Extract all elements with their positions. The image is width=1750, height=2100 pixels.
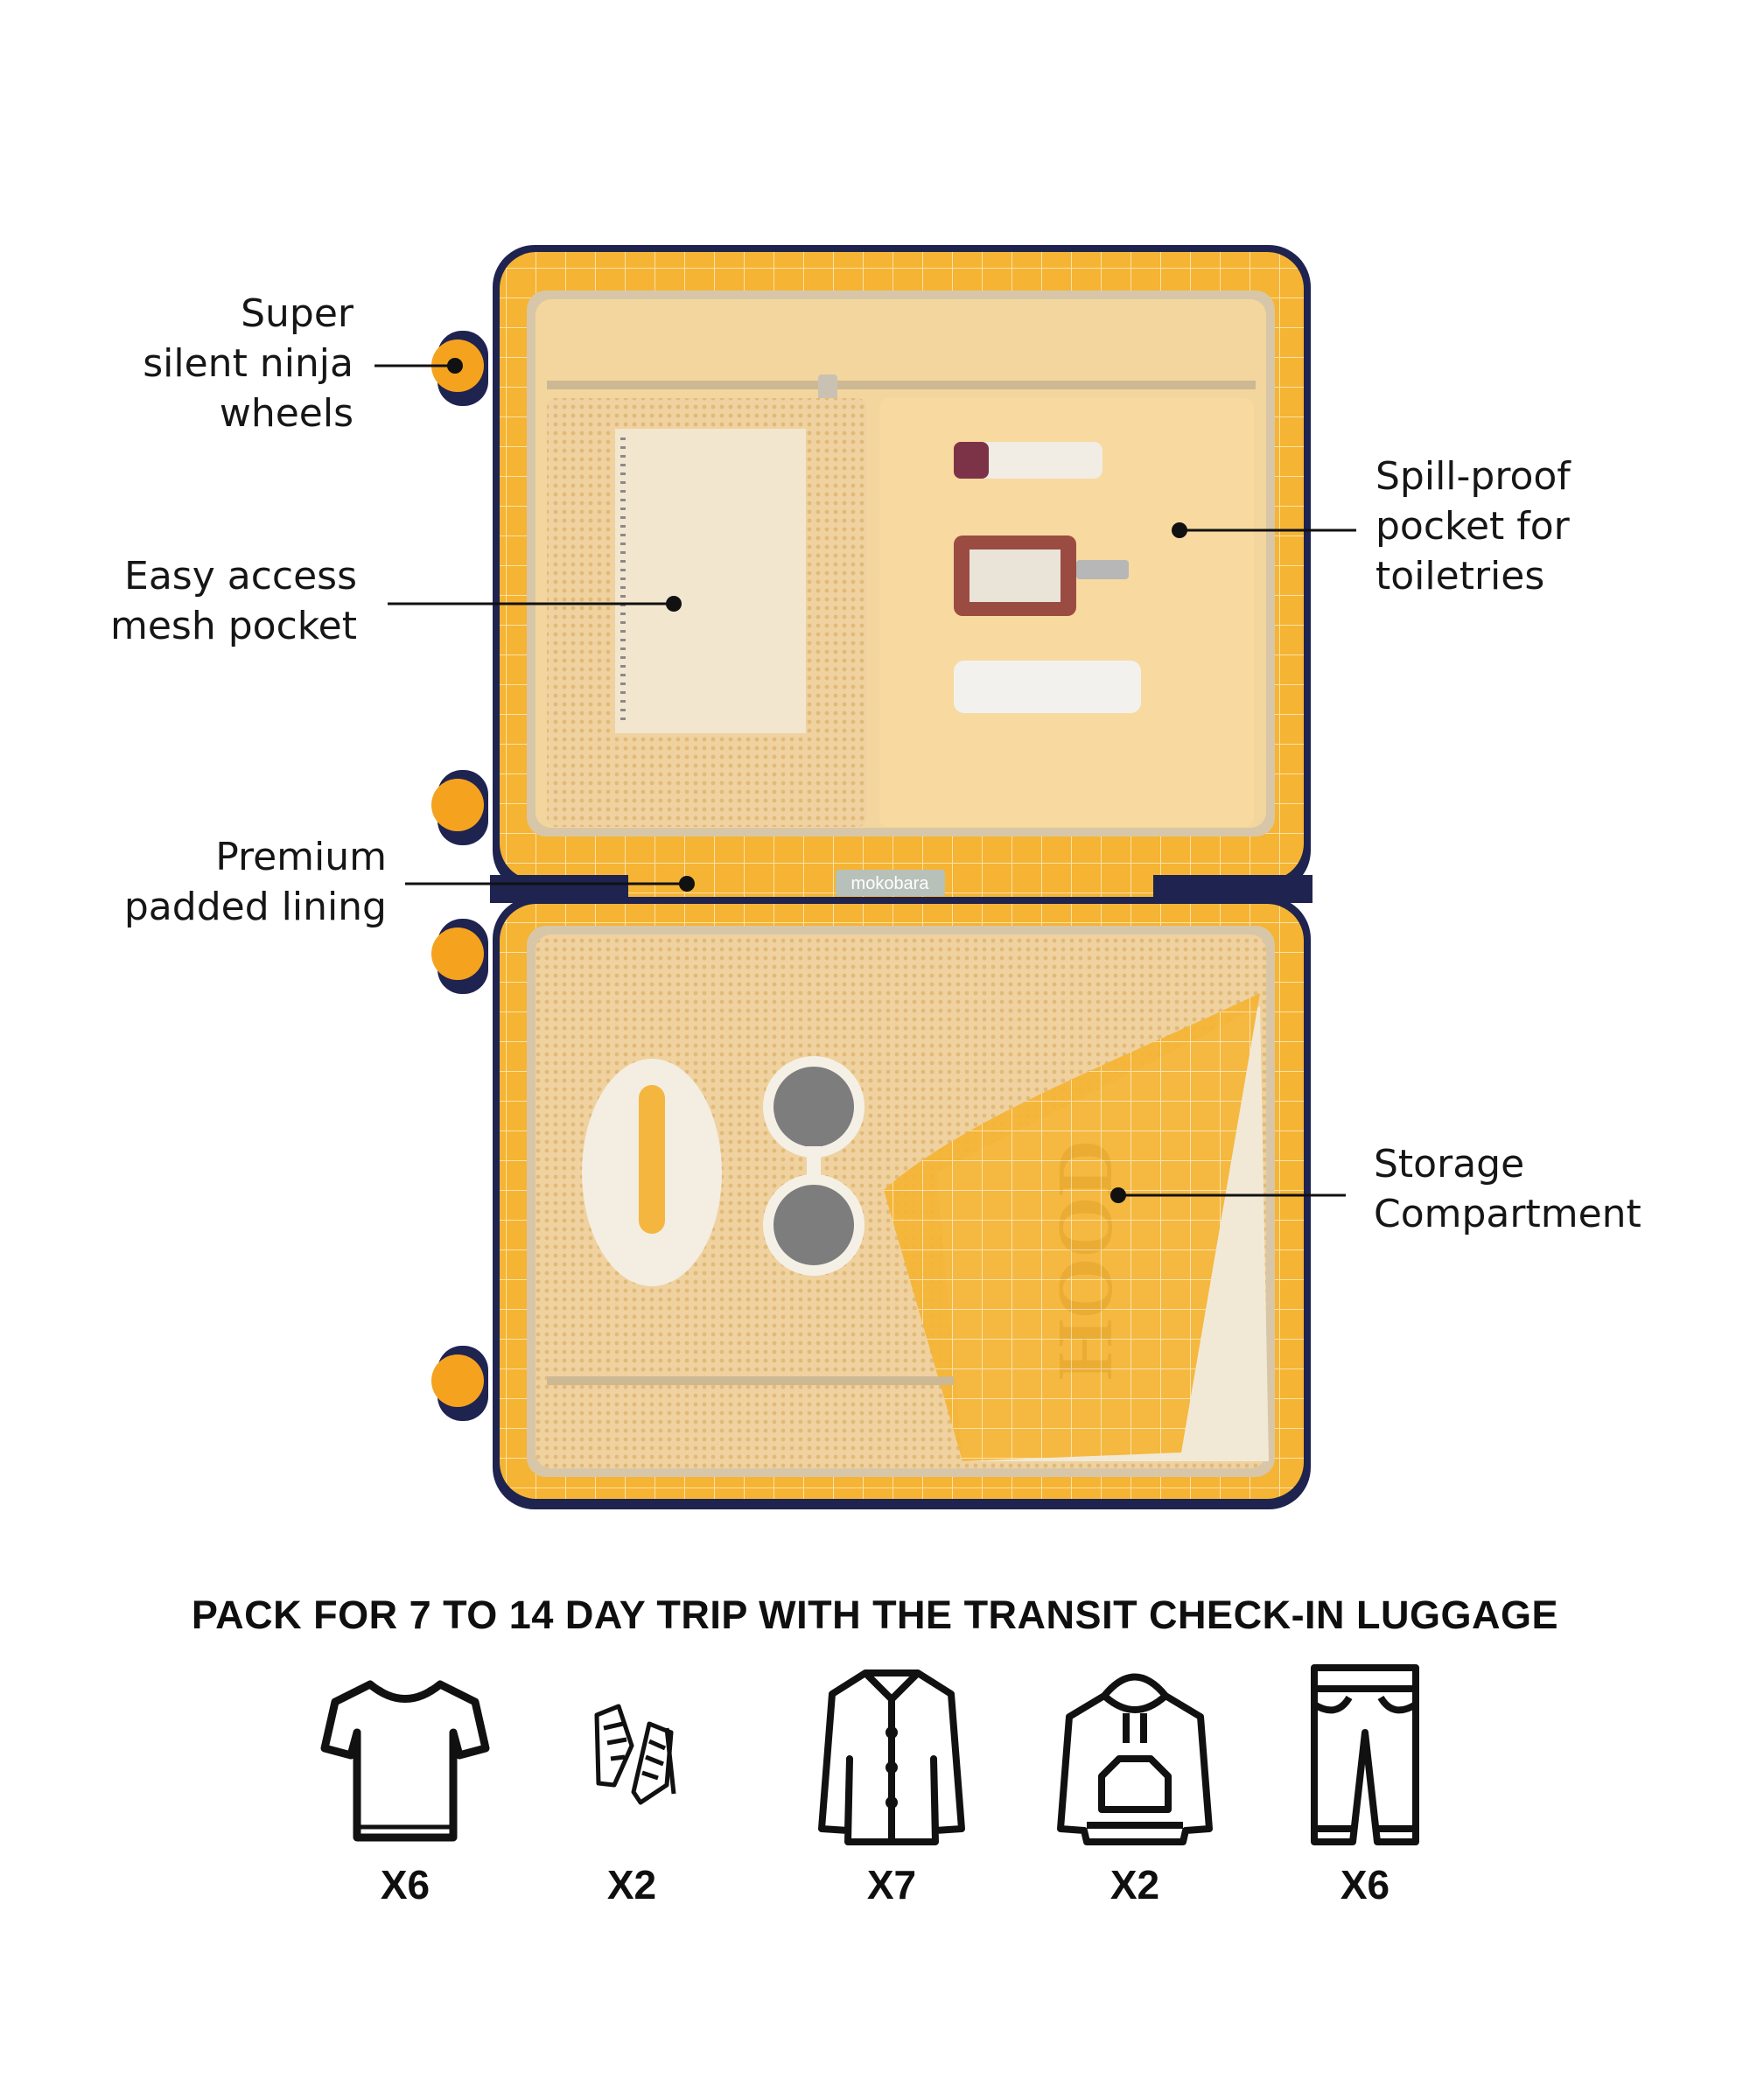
storage-flap [884, 993, 1260, 1461]
clear-pocket [879, 398, 1254, 827]
wheel-upper-middle [431, 770, 488, 845]
callout-storage: Storage Compartment [1374, 1142, 1642, 1236]
sleep-mask [582, 1059, 722, 1286]
upper-shell [493, 245, 1311, 892]
callout-spill-proof: Spill-proof pocket for toiletries [1376, 454, 1571, 598]
sunglasses [763, 1056, 864, 1276]
pack-item-hoodie: X2 [1039, 1662, 1231, 1925]
wheel-lower-middle [431, 919, 488, 994]
leader-dots [447, 358, 1187, 1203]
lower-shell: HOOD [493, 897, 1311, 1509]
trousers-icon [1311, 1664, 1419, 1845]
callout-mesh-pocket: Easy access mesh pocket [109, 554, 357, 648]
wheel-bottom [431, 1346, 488, 1421]
qty-hoodie: X2 [1110, 1862, 1160, 1908]
sneakers-icon [594, 1704, 676, 1805]
callout-wheels: Super silent ninja wheels [143, 291, 354, 436]
leader-lines [374, 364, 1356, 1197]
mesh-pocket [547, 398, 866, 827]
qty-trousers: X6 [1340, 1862, 1390, 1908]
qty-tshirt: X6 [380, 1862, 430, 1908]
qty-shirt: X7 [866, 1862, 917, 1908]
packing-headline: PACK FOR 7 TO 14 DAY TRIP WITH THE TRANS… [191, 1592, 1559, 1637]
tshirt-icon [320, 1680, 490, 1842]
hoodie-icon [1057, 1673, 1213, 1845]
brand-tag: mokobara [851, 874, 930, 893]
pack-item-tshirt: X6 [309, 1662, 501, 1925]
shirt-icon [818, 1670, 965, 1845]
pack-item-shirt: X7 [795, 1662, 988, 1925]
open-suitcase-photo: mokobara HOOD [374, 245, 1356, 1509]
pack-item-sneakers: X2 [536, 1662, 728, 1925]
qty-sneakers: X2 [606, 1862, 657, 1908]
callout-padded-lining: Premium padded lining [123, 835, 387, 929]
pack-item-trousers: X6 [1269, 1662, 1461, 1925]
wheels [431, 331, 488, 1421]
